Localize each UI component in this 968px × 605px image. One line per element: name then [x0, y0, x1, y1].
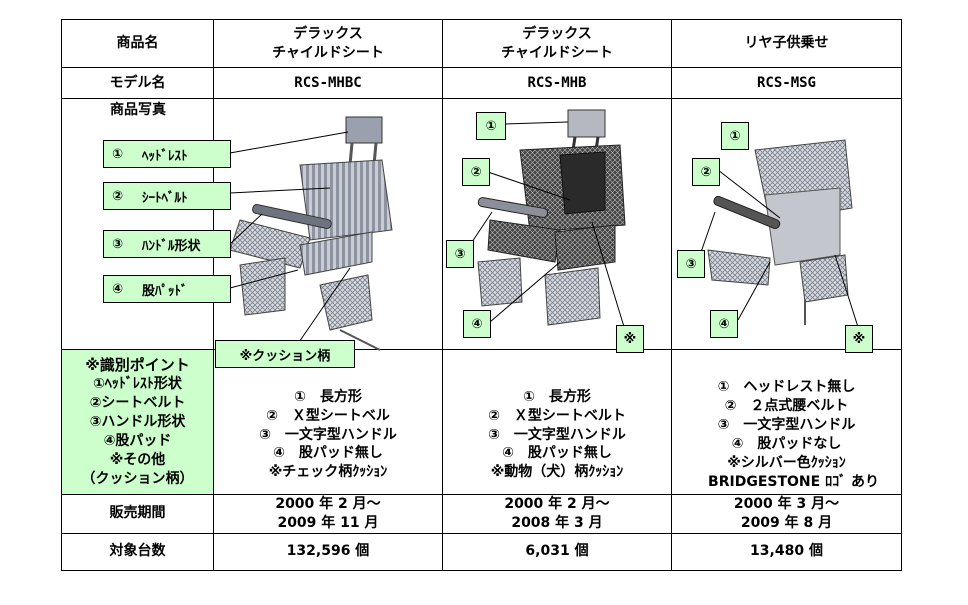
headrest-shape — [345, 116, 383, 144]
count-1: 132,596 個 — [213, 532, 443, 571]
id-point-other: ※その他 — [109, 452, 166, 469]
features-3: ① ヘッドレスト無し ② ２点式腰ベルト ③ 一文字型ハンドル ④ 股パッドなし… — [671, 349, 902, 495]
features-2: ① 長方形 ② Ｘ型シートベルト ③ 一文字型ハンドル ④ 股パッド無し ※動物… — [442, 349, 672, 495]
feature-item: ※チェック柄ｸｯｼｮﾝ — [268, 464, 388, 481]
label-count: 対象台数 — [61, 532, 214, 571]
callout-2-1: ① — [476, 112, 506, 140]
product-name-2: デラックスチャイルドシート — [442, 19, 672, 68]
seat-photo-2 — [477, 109, 626, 326]
features-1: ① 長方形 ② Ｘ型シートベル ③ 一文字型ハンドル ④ 股パッド無し ※チェッ… — [213, 349, 443, 495]
feature-item: ④ 股パッド無し — [273, 445, 383, 462]
period-1: 2000 年 2 月～2009 年 11 月 — [213, 494, 443, 534]
callout-3-2: ② — [692, 158, 720, 186]
model-3: RCS-MSG — [671, 67, 902, 99]
feature-item: ② Ｘ型シートベルト — [488, 407, 626, 424]
count-3: 13,480 個 — [671, 532, 902, 571]
id-points-cell: ※識別ポイント ①ﾍｯﾄﾞﾚｽﾄ形状 ②シートベルト ③ハンドル形状 ④股パッド… — [61, 349, 214, 495]
feature-item: ※シルバー色ｸｯｼｮﾝ — [727, 454, 846, 471]
feature-item: ③ 一文字型ハンドル — [488, 426, 626, 443]
feature-item: ※動物（犬）柄ｸｯｼｮﾝ — [490, 464, 624, 481]
model-1: RCS-MHBC — [213, 67, 443, 99]
id-point-4: ④股パッド — [103, 433, 172, 450]
feature-item: ③ 一文字型ハンドル — [717, 417, 856, 434]
row-product-name: 商品名 デラックスチャイルドシート デラックスチャイルドシート リヤ子供乗せ — [61, 19, 902, 68]
callout-2-2: ② — [462, 158, 490, 186]
callout-2-other: ※ — [616, 325, 644, 353]
id-points-heading: ※識別ポイント — [85, 356, 190, 375]
seat-photo-3 — [707, 139, 853, 325]
period-3: 2000 年 3 月～2009 年 8 月 — [671, 494, 902, 534]
product-name-1: デラックスチャイルドシート — [213, 19, 443, 68]
label-model: モデル名 — [61, 67, 214, 99]
label-period: 販売期間 — [61, 494, 214, 534]
feature-item: ④ 股パッド無し — [502, 445, 612, 462]
label-photo: 商品写真 — [110, 102, 166, 118]
feature-item: ② Ｘ型シートベル — [266, 407, 390, 424]
feature-item: ③ 一文字型ハンドル — [259, 426, 397, 443]
feature-item: BRIDGESTONE ﾛｺﾞ あり — [708, 473, 879, 490]
callout-2-4: ④ — [463, 310, 491, 338]
row-count: 対象台数 132,596 個 6,031 個 13,480 個 — [61, 532, 902, 571]
row-model: モデル名 RCS-MHBC RCS-MHB RCS-MSG — [61, 67, 902, 99]
callout-3-1: ① — [721, 122, 749, 150]
row-id-points: ※識別ポイント ①ﾍｯﾄﾞﾚｽﾄ形状 ②シートベルト ③ハンドル形状 ④股パッド… — [61, 349, 902, 495]
id-point-cushion: （クッション柄） — [81, 470, 194, 487]
feature-item: ① 長方形 — [294, 388, 362, 405]
model-2: RCS-MHB — [442, 67, 672, 99]
callout-2-3: ③ — [446, 240, 474, 268]
feature-item: ① ヘッドレスト無し — [717, 379, 856, 396]
id-point-1: ①ﾍｯﾄﾞﾚｽﾄ形状 — [93, 376, 182, 393]
feature-item: ② ２点式腰ベルト — [724, 398, 849, 415]
callout-3-other: ※ — [845, 325, 873, 353]
callout-3-4: ④ — [710, 310, 738, 338]
label-product-name: 商品名 — [61, 19, 214, 68]
callout-lines — [229, 121, 859, 346]
feature-item: ④ 股パッドなし — [731, 436, 842, 452]
feature-item: ① 長方形 — [523, 388, 591, 405]
product-name-3: リヤ子供乗せ — [671, 19, 902, 68]
id-point-2: ②シートベルト — [89, 395, 186, 412]
count-2: 6,031 個 — [442, 532, 672, 571]
callout-3-3: ③ — [677, 250, 705, 278]
seat-photo-1 — [229, 116, 393, 351]
callout-cushion: ※クッション柄 — [215, 340, 355, 368]
id-point-3: ③ハンドル形状 — [89, 414, 186, 431]
